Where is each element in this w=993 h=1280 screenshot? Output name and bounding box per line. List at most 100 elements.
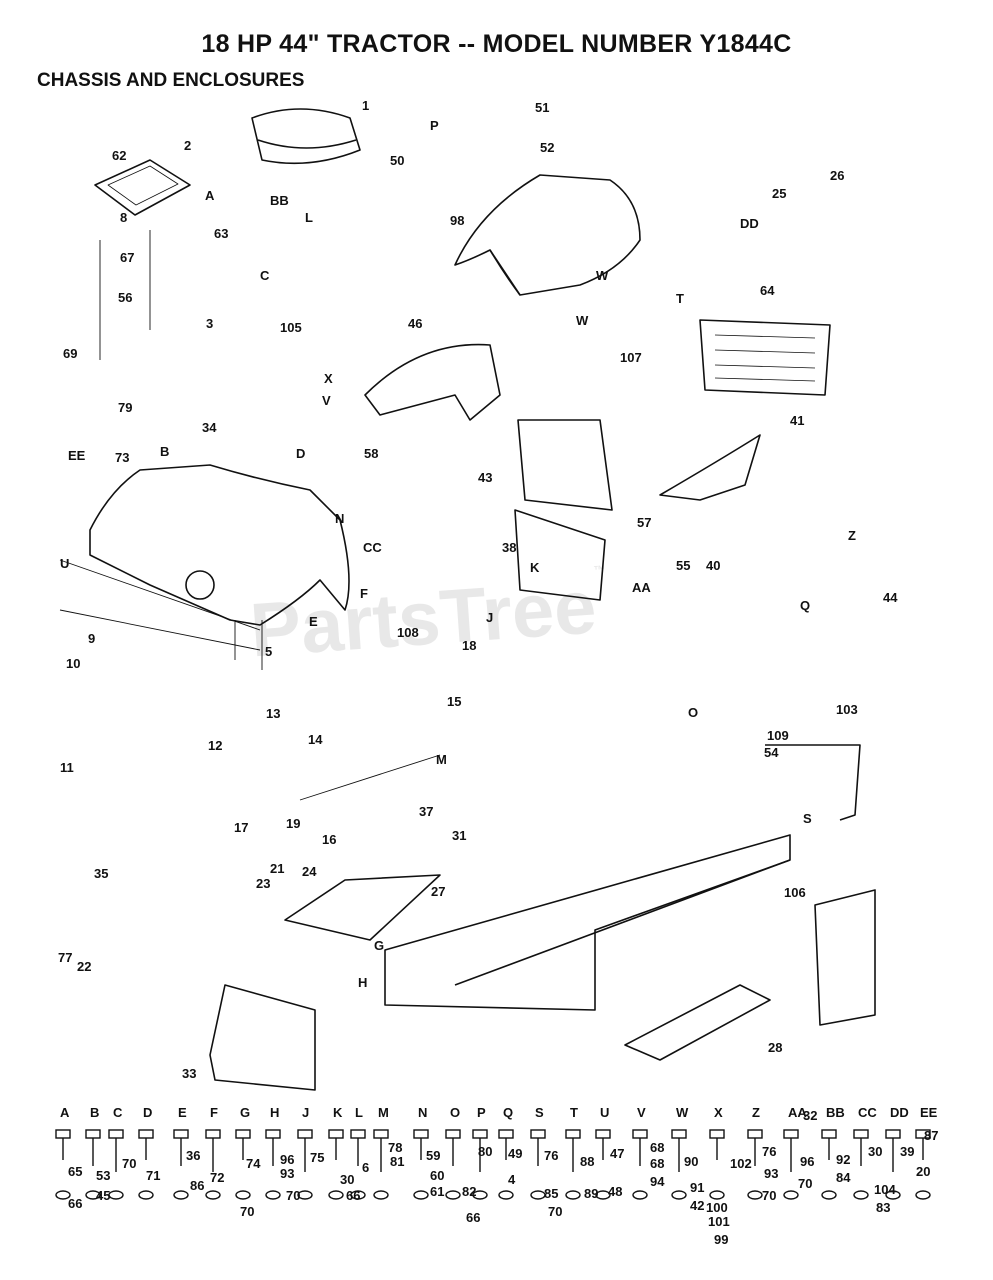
callout-label: CC (363, 540, 382, 555)
callout-label: A (205, 188, 215, 203)
callout-label: 25 (772, 186, 786, 201)
callout-label: 50 (390, 153, 404, 168)
hardware-part-number: 96 (800, 1154, 814, 1169)
hardware-key-letter: U (600, 1105, 609, 1120)
callout-label: 16 (322, 832, 336, 847)
hardware-fastener-icon (632, 1129, 648, 1200)
hardware-key-letter: A (60, 1105, 70, 1120)
callout-label: 58 (364, 446, 378, 461)
callout-label: C (260, 268, 270, 283)
hardware-fastener-icon (565, 1129, 581, 1200)
hardware-part-number: 76 (544, 1148, 558, 1163)
hardware-fastener-icon (595, 1129, 611, 1200)
hardware-fastener-icon (265, 1129, 281, 1200)
callout-label: 38 (502, 540, 516, 555)
callout-label: 18 (462, 638, 476, 653)
callout-label: 106 (784, 885, 806, 900)
callout-label: 9 (88, 631, 95, 646)
hardware-fastener-icon (671, 1129, 687, 1200)
hardware-part-number: 76 (762, 1144, 776, 1159)
hardware-part-number: 72 (210, 1170, 224, 1185)
hardware-part-number: 78 (388, 1140, 402, 1155)
callout-label: BB (270, 193, 289, 208)
hardware-fastener-icon (530, 1129, 546, 1200)
hardware-part-number: 45 (96, 1188, 110, 1203)
callout-label: AA (632, 580, 651, 595)
hardware-part-number: 66 (68, 1196, 82, 1211)
hardware-part-number: 93 (280, 1166, 294, 1181)
hardware-key-letter: H (270, 1105, 279, 1120)
hardware-key-letter: CC (858, 1105, 877, 1120)
part-side-panel-right (659, 434, 761, 501)
hardware-part-number: 65 (68, 1164, 82, 1179)
hardware-fastener-icon (55, 1129, 71, 1200)
hardware-part-number: 91 (690, 1180, 704, 1195)
hardware-part-number: 30 (868, 1144, 882, 1159)
hardware-key-letter: G (240, 1105, 250, 1120)
hardware-part-number: 101 (708, 1214, 730, 1229)
hardware-fastener-icon (747, 1129, 763, 1200)
hardware-part-number: 84 (836, 1170, 851, 1185)
callout-label: B (160, 444, 169, 459)
hardware-key-letter: J (302, 1105, 309, 1120)
hardware-key-letter: T (570, 1105, 578, 1120)
callout-label: X (324, 371, 333, 386)
callout-label: 34 (202, 420, 217, 435)
callout-label: 12 (208, 738, 222, 753)
callout-label: 8 (120, 210, 127, 225)
callout-label: 54 (764, 745, 779, 760)
hardware-key-letter: B (90, 1105, 99, 1120)
hardware-key-letter: C (113, 1105, 123, 1120)
callout-label: 15 (447, 694, 461, 709)
hardware-part-number: 68 (650, 1156, 664, 1171)
part-grille (699, 319, 831, 396)
hardware-part-number: 82 (462, 1184, 476, 1199)
callout-label: 32 (803, 1108, 817, 1123)
hardware-part-number: 86 (190, 1178, 204, 1193)
hardware-fastener-icon (235, 1129, 251, 1200)
hardware-part-number: 70 (122, 1156, 136, 1171)
callout-label: 10 (66, 656, 80, 671)
hardware-part-number: 49 (508, 1146, 522, 1161)
hardware-key-letter: BB (826, 1105, 845, 1120)
hardware-part-number: 90 (684, 1154, 698, 1169)
hardware-part-number: 94 (650, 1174, 665, 1189)
hardware-fastener-icon (709, 1129, 725, 1200)
callout-label: EE (68, 448, 86, 463)
callout-label: Z (848, 528, 856, 543)
hardware-part-number: 4 (508, 1172, 516, 1187)
callout-label: 33 (182, 1066, 196, 1081)
hardware-part-number: 66 (466, 1210, 480, 1225)
hardware-part-number: 53 (96, 1168, 110, 1183)
callout-label: 40 (706, 558, 720, 573)
callout-label: 51 (535, 100, 549, 115)
hardware-part-number: 83 (876, 1200, 890, 1215)
callout-label: Q (800, 598, 810, 613)
hardware-fastener-icon (350, 1129, 366, 1200)
part-seat (251, 108, 361, 165)
callout-label: J (486, 610, 493, 625)
hardware-part-number: 70 (240, 1204, 254, 1219)
hardware-key-letter: Q (503, 1105, 513, 1120)
callout-label: 41 (790, 413, 804, 428)
hardware-part-number: 48 (608, 1184, 622, 1199)
hardware-part-number: 70 (548, 1204, 562, 1219)
callout-label: T (676, 291, 684, 306)
callout-label: 98 (450, 213, 464, 228)
callout-label: DD (740, 216, 759, 231)
hardware-fastener-icon (205, 1129, 221, 1200)
hardware-key-letter: D (143, 1105, 152, 1120)
callout-label: 37 (419, 804, 433, 819)
hardware-part-number: 100 (706, 1200, 728, 1215)
hardware-fastener-icon (498, 1129, 514, 1200)
hardware-part-number: 66 (346, 1188, 360, 1203)
callout-label: 2 (184, 138, 191, 153)
hardware-part-number: 59 (426, 1148, 440, 1163)
part-frame (384, 834, 791, 1011)
callout-label: 109 (767, 728, 789, 743)
callout-label: 44 (883, 590, 898, 605)
hardware-part-number: 60 (430, 1168, 444, 1183)
callout-label: 52 (540, 140, 554, 155)
callout-label: P (430, 118, 439, 133)
